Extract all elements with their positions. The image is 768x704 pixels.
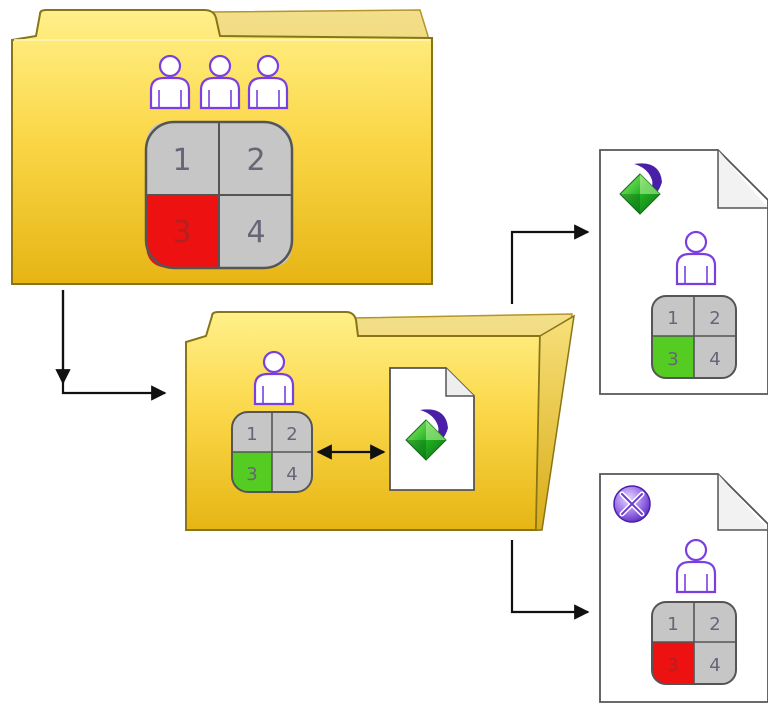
grid-cell-label: 2 bbox=[709, 308, 720, 329]
top-role-grid: 1 2 3 4 bbox=[144, 120, 294, 270]
grid-cell-label: 3 bbox=[246, 464, 257, 485]
grid-cell-label: 4 bbox=[709, 349, 720, 370]
allowed-role-grid: 1 2 3 4 bbox=[651, 295, 737, 379]
denied-document: 1 2 3 4 bbox=[599, 473, 768, 703]
grid-cell-label: 2 bbox=[709, 614, 720, 635]
middle-role-grid: 1 2 3 4 bbox=[231, 411, 313, 493]
allowed-document: 1 2 3 4 bbox=[599, 149, 768, 395]
grid-cell-label: 4 bbox=[246, 215, 265, 250]
grid-cell-label: 2 bbox=[286, 424, 297, 445]
flow-arrow-down bbox=[510, 540, 590, 620]
grid-cell-label: 1 bbox=[667, 308, 678, 329]
user-group bbox=[149, 54, 289, 110]
grid-cell-label: 1 bbox=[172, 143, 191, 178]
grid-cell-label: 1 bbox=[246, 424, 257, 445]
grid-cell-label: 3 bbox=[667, 349, 678, 370]
purple-x-circle-icon bbox=[613, 485, 651, 523]
flow-arrow-up bbox=[510, 224, 590, 304]
grid-cell-label: 1 bbox=[667, 614, 678, 635]
grid-cell-label: 4 bbox=[709, 655, 720, 676]
grid-cell-label: 3 bbox=[172, 215, 191, 250]
grid-cell-label: 3 bbox=[667, 655, 678, 676]
grid-cell-label: 4 bbox=[286, 464, 297, 485]
flow-arrow-down-right bbox=[55, 290, 167, 401]
grid-cell-label: 2 bbox=[246, 143, 265, 178]
denied-role-grid: 1 2 3 4 bbox=[651, 601, 737, 685]
folder-document bbox=[389, 367, 475, 491]
